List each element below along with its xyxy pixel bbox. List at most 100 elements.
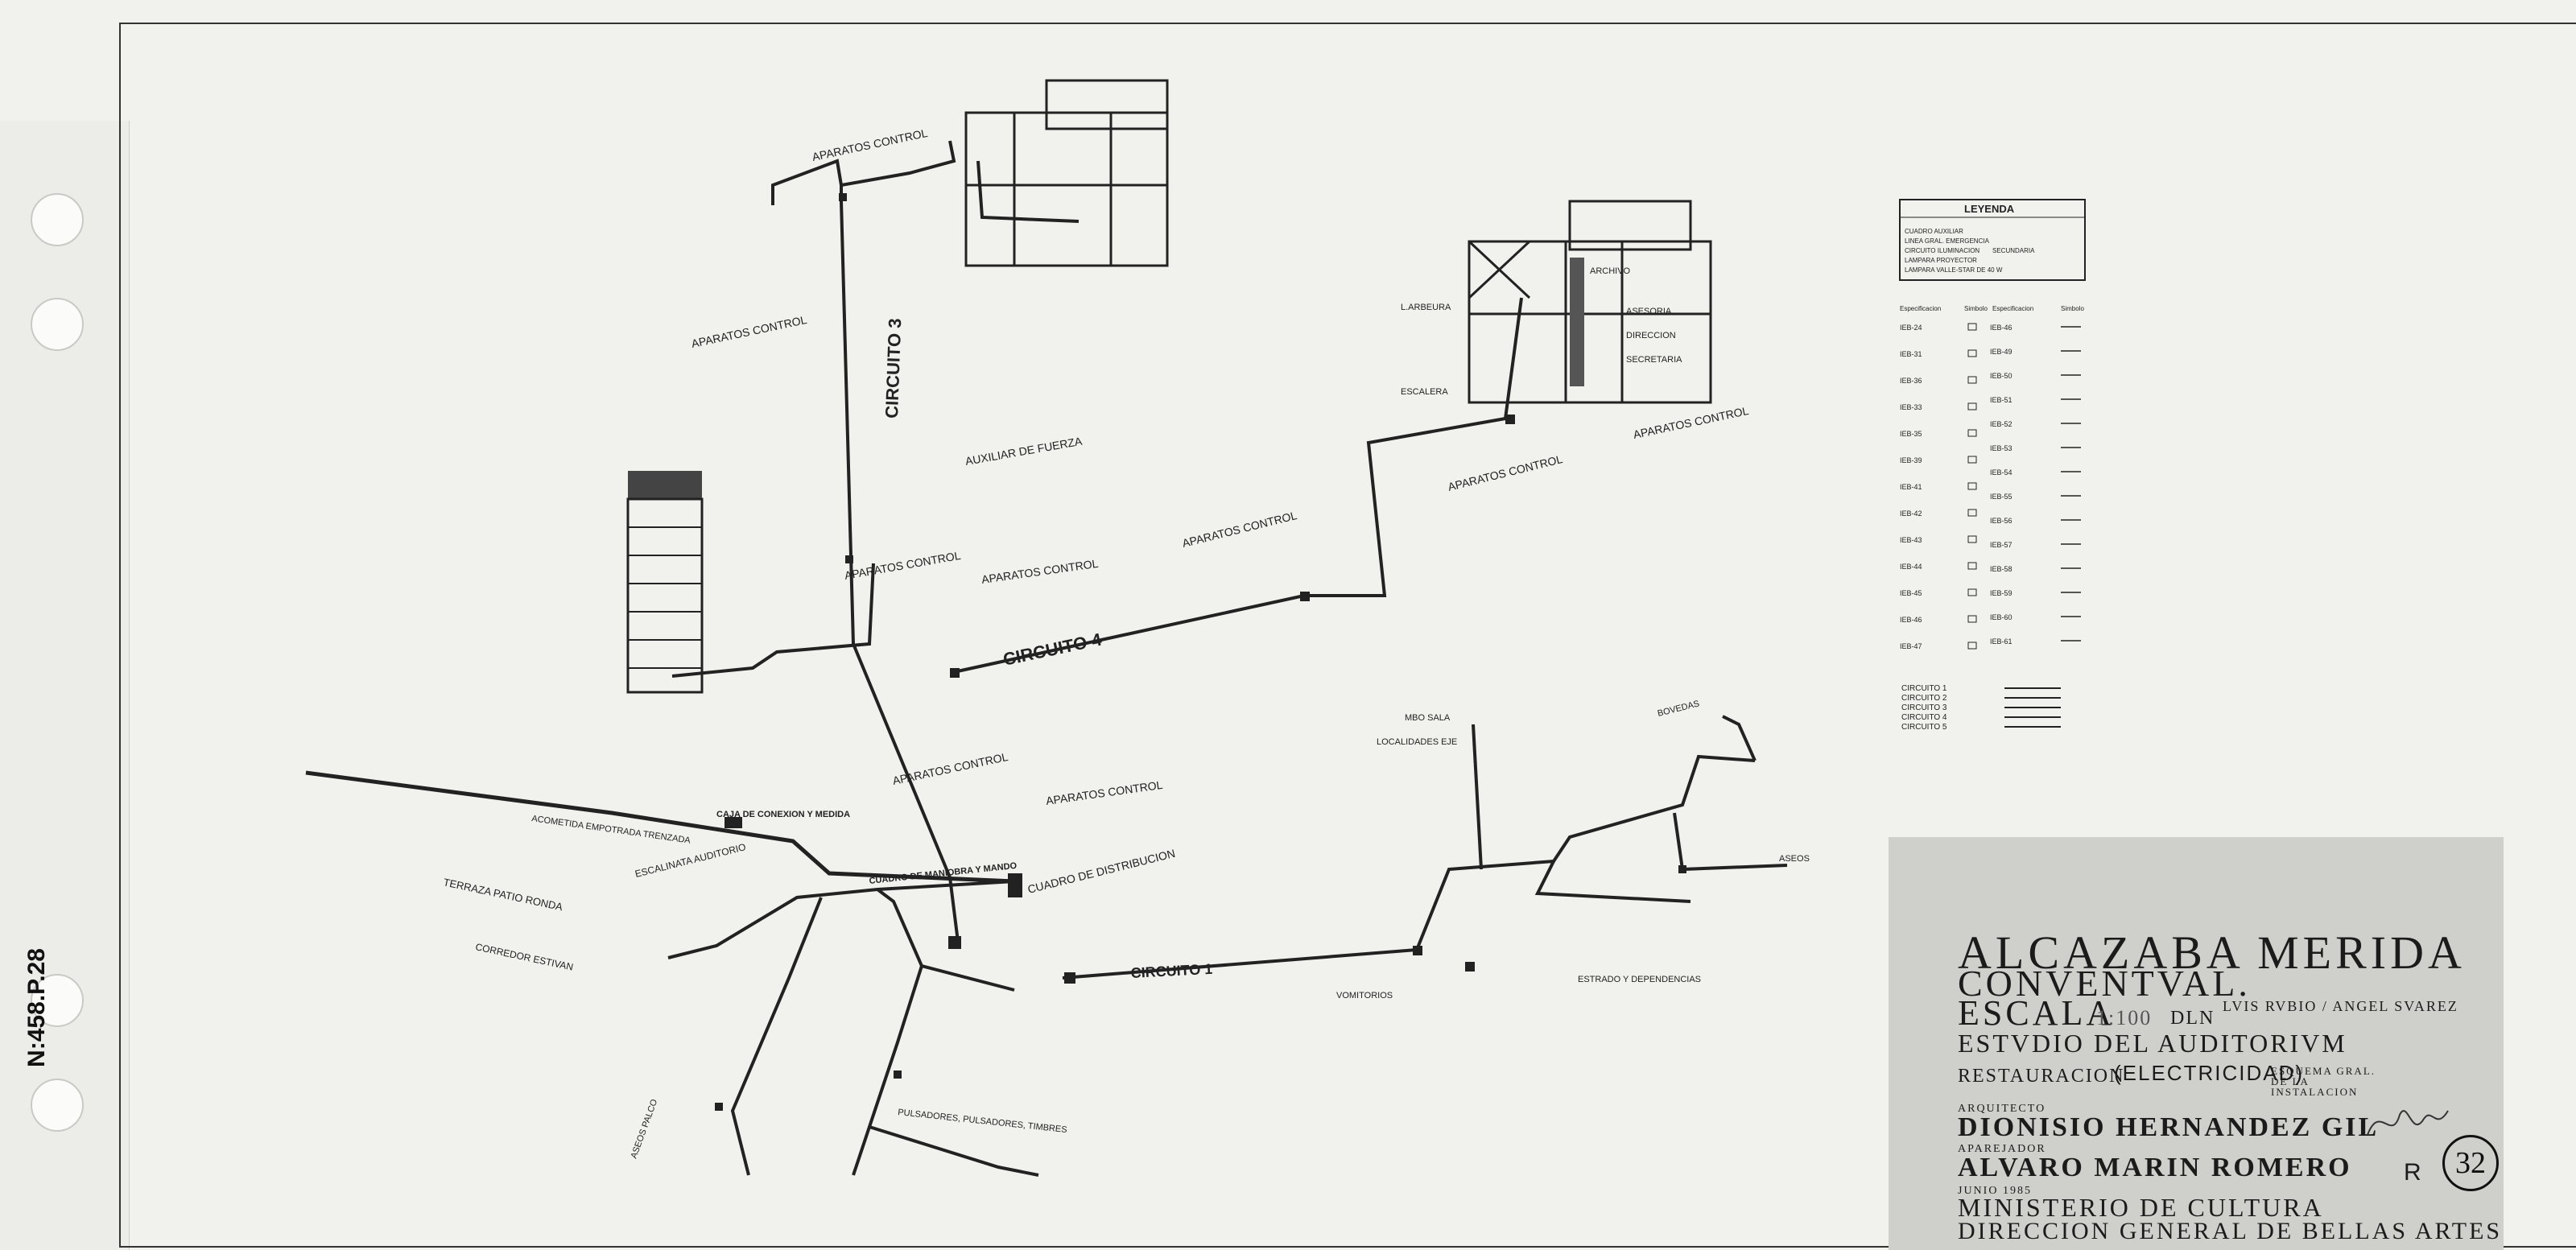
legend-circuit: CIRCUITO 5 xyxy=(1901,723,1947,732)
control-label: APARATOS CONTROL xyxy=(1632,404,1750,441)
bovedas-label: BOVEDAS xyxy=(1657,699,1701,719)
legend-circuit: CIRCUITO 4 xyxy=(1901,713,1947,722)
legend-symbol xyxy=(1967,509,1977,517)
secretaria-label: SECRETARIA xyxy=(1626,355,1682,365)
legend-symbol xyxy=(1967,376,1977,384)
control-label: APARATOS CONTROL xyxy=(1181,509,1298,550)
legend-top-item: LAMPARA VALLE-STAR DE 40 W xyxy=(1905,266,2003,274)
legend-top-item: LINEA GRAL. EMERGENCIA xyxy=(1905,237,1990,245)
legend-right-code: IEB-53 xyxy=(1990,444,2013,452)
binding-strip xyxy=(0,121,130,1250)
legend-right-code: IEB-51 xyxy=(1990,396,2013,404)
directorate-line: DIRECCION GENERAL DE BELLAS ARTES xyxy=(1958,1218,2503,1244)
junction-box-label: CAJA DE CONEXION Y MEDIDA xyxy=(716,810,850,819)
legend-left-code: IEB-43 xyxy=(1900,536,1922,544)
legend-right-code: IEB-50 xyxy=(1990,372,2013,380)
archivo-label: ARCHIVO xyxy=(1590,266,1631,276)
legend-symbol xyxy=(1967,642,1977,650)
estrado-label: ESTRADO Y DEPENDENCIAS xyxy=(1578,975,1701,984)
control-label: APARATOS CONTROL xyxy=(891,750,1009,787)
escalera-label: ESCALERA xyxy=(1401,387,1448,397)
legend-left-code: IEB-45 xyxy=(1900,589,1922,597)
legend-top-item: CIRCUITO ILUMINACION xyxy=(1905,247,1979,254)
study-line: ESTVDIO DEL AUDITORIVM xyxy=(1958,1029,2347,1058)
legend-right-code: IEB-59 xyxy=(1990,589,2013,597)
electricity-line: (ELECTRICIDAD) xyxy=(2114,1061,2305,1085)
legend-symbol xyxy=(1967,588,1977,596)
building-block-right xyxy=(1468,200,1712,404)
wiring-devices xyxy=(715,193,1686,1111)
legend-heading: LEYENDA xyxy=(1964,203,2015,215)
legend-circuit: CIRCUITO 3 xyxy=(1901,703,1947,712)
corredor-label: CORREDOR ESTIVAN xyxy=(474,941,574,972)
wiring xyxy=(305,140,1788,1177)
legend-right-code: IEB-54 xyxy=(1990,468,2013,476)
legend-right-code: IEB-46 xyxy=(1990,324,2013,332)
architect-label: ARQUITECTO xyxy=(1958,1103,2046,1115)
punch-hole xyxy=(31,193,84,246)
legend-right-code: IEB-61 xyxy=(1990,637,2013,646)
legend-circuit: CIRCUITO 2 xyxy=(1901,694,1947,703)
control-label: APARATOS CONTROL xyxy=(1447,452,1564,493)
legend-symbol xyxy=(1967,402,1977,410)
fuerza-label: AUXILIAR DE FUERZA xyxy=(964,435,1084,468)
circuit-3-label: CIRCUITO 3 xyxy=(881,318,905,419)
legend-left-code: IEB-24 xyxy=(1900,324,1922,332)
circuit-1-label: CIRCUITO 1 xyxy=(1130,961,1213,981)
legend-symbol xyxy=(1967,349,1977,357)
legend-column: Simbolo xyxy=(1964,305,1988,312)
legend-left-code: IEB-44 xyxy=(1900,563,1922,571)
legend-top-item: LAMPARA PROYECTOR xyxy=(1905,257,1977,264)
direccion-label: DIRECCION xyxy=(1626,331,1676,340)
legend-panel: LEYENDA CUADRO AUXILIAR LINEA GRAL. EMER… xyxy=(1899,199,2086,732)
legend-symbol xyxy=(1967,615,1977,623)
legend-left-code: IEB-42 xyxy=(1900,509,1922,518)
control-label: APARATOS CONTROL xyxy=(980,557,1099,586)
punch-hole xyxy=(31,1079,84,1132)
control-label: APARATOS CONTROL xyxy=(1045,778,1163,807)
architect-name: DIONISIO HERNANDEZ GIL xyxy=(1958,1112,2380,1142)
scale-label: ESCALA xyxy=(1958,993,2116,1033)
surveyor-label: APAREJADOR xyxy=(1958,1143,2046,1155)
localidades-label: LOCALIDADES EJE xyxy=(1377,737,1457,747)
acometida-label: ACOMETIDA EMPOTRADA TRENZADA xyxy=(531,814,691,846)
building-block-top xyxy=(964,79,1169,267)
legend-column: Simbolo xyxy=(2061,305,2084,312)
punch-hole xyxy=(31,974,84,1027)
date-line: JUNIO 1985 xyxy=(1958,1185,2032,1197)
surveyor-name: ALVARO MARIN ROMERO xyxy=(1958,1153,2352,1182)
legend-right-code: IEB-55 xyxy=(1990,493,2013,501)
control-label: APARATOS CONTROL xyxy=(811,126,929,163)
legend-left-code: IEB-35 xyxy=(1900,430,1922,438)
legend-right-code: IEB-58 xyxy=(1990,565,2013,573)
legend-top-item: CUADRO AUXILIAR xyxy=(1905,228,1963,235)
drafters: LVIS RVBIO / ANGEL SVAREZ xyxy=(2223,998,2458,1014)
legend-symbol xyxy=(1967,323,1977,331)
control-label: APARATOS CONTROL xyxy=(844,549,962,582)
signature xyxy=(2367,1110,2449,1136)
scheme-line: ESQUEMA GRAL. DE LA INSTALACION xyxy=(2271,1065,2376,1098)
escalinata-label: ESCALINATA AUDITORIO xyxy=(634,841,747,880)
aseos-label: ASEOS xyxy=(1779,854,1810,864)
legend-left-code: IEB-46 xyxy=(1900,616,1922,624)
panel-board xyxy=(626,471,704,694)
pulsadores-label: PULSADORES, PULSADORES, TIMBRES xyxy=(898,1108,1067,1135)
legend-symbol xyxy=(1967,429,1977,437)
title-block: ALCAZABA MERIDA CONVENTVAL. ESCALA 1:100… xyxy=(1889,837,2504,1250)
legend-right-code: IEB-56 xyxy=(1990,517,2013,525)
legend-circuit: CIRCUITO 1 xyxy=(1901,684,1947,693)
arbeura-label: L.ARBEURA xyxy=(1401,303,1451,312)
terraza-label: TERRAZA PATIO RONDA xyxy=(442,876,564,913)
punch-hole xyxy=(31,298,84,351)
sheet-number: 32 xyxy=(2442,1135,2499,1191)
legend-right-code: IEB-60 xyxy=(1990,613,2013,621)
mbo-sala-label: MBO SALA xyxy=(1405,713,1451,723)
legend-left-code: IEB-39 xyxy=(1900,456,1922,464)
legend-rows: IEB-24IEB-31IEB-36IEB-33IEB-35IEB-39IEB-… xyxy=(1900,323,2081,650)
ministry-line: MINISTERIO DE CULTURA xyxy=(1958,1193,2324,1222)
vomitorios-label: VOMITORIOS xyxy=(1336,991,1393,1000)
scale-value: 1:100 xyxy=(2096,1006,2153,1029)
circuit-4-label: CIRCUITO 4 xyxy=(1001,629,1104,669)
